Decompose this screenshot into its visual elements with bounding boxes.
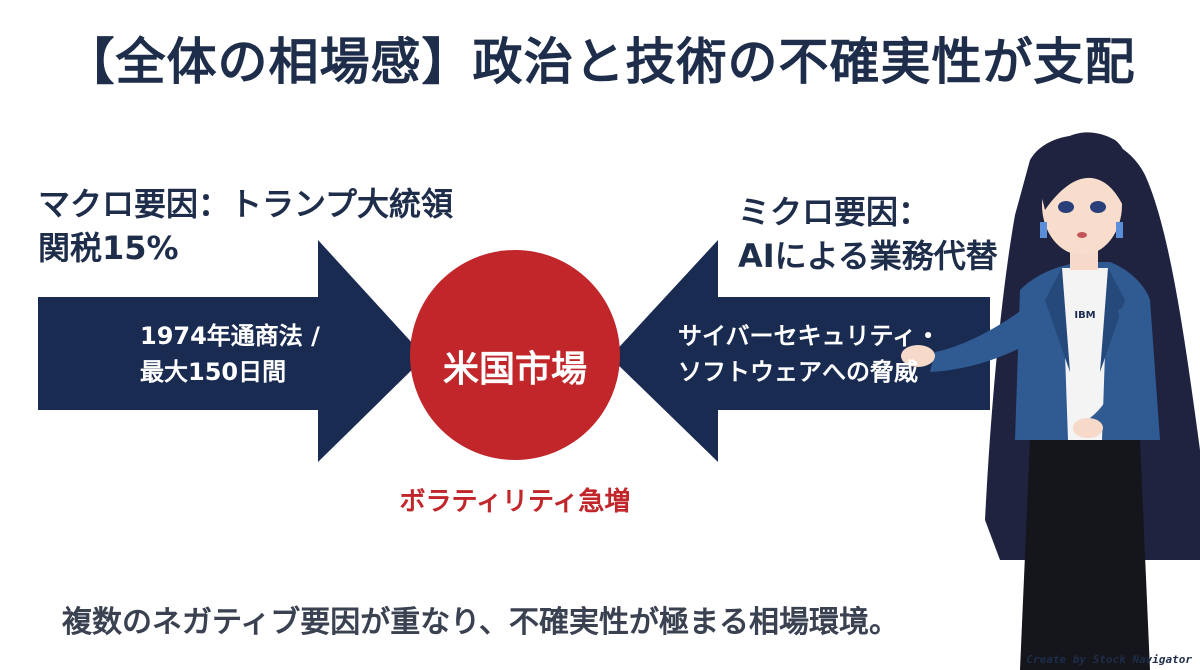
volatility-label: ボラティリティ急増 xyxy=(399,487,631,517)
micro-arrow-label: サイバーセキュリティ・ ソフトウェアへの脅威 xyxy=(678,318,940,390)
summary-text: 複数のネガティブ要因が重なり、不確実性が極まる相場環境。 xyxy=(62,605,899,640)
micro-arrow xyxy=(610,240,990,462)
macro-arrow-label: 1974年通商法 / 最大150日間 xyxy=(140,318,320,390)
page-title: 【全体の相場感】政治と技術の不確実性が支配 xyxy=(64,33,1136,91)
us-market-label: 米国市場 xyxy=(442,349,587,390)
us-market-circle xyxy=(410,250,620,460)
macro-factor-heading: マクロ要因：トランプ大統領 関税15% xyxy=(38,182,453,270)
micro-arrow-line1: サイバーセキュリティ・ xyxy=(678,322,941,350)
macro-arrow-line1: 1974年通商法 / xyxy=(140,322,320,350)
macro-arrow-line2: 最大150日間 xyxy=(140,358,287,386)
presenter-badge: IBM xyxy=(1074,310,1095,321)
macro-factor-line1: マクロ要因：トランプ大統領 xyxy=(38,185,454,223)
credit-text: Create by Stock Navigator xyxy=(1026,653,1192,666)
macro-arrow xyxy=(38,240,425,462)
micro-arrow-line2: ソフトウェアへの脅威 xyxy=(678,358,918,386)
micro-factor-line1: ミクロ要因： xyxy=(738,193,931,231)
macro-factor-line2: 関税15% xyxy=(38,229,179,267)
micro-factor-line2: AIによる業務代替 xyxy=(738,237,998,275)
micro-factor-heading: ミクロ要因： AIによる業務代替 xyxy=(738,190,998,278)
presenter-illustration xyxy=(901,132,1200,670)
